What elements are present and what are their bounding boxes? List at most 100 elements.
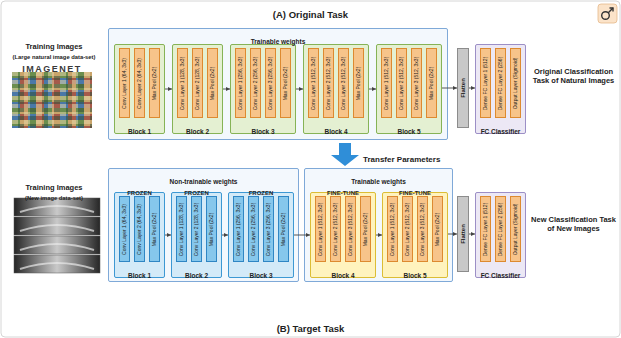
layer-label: Conv Layer 2 (512, 3x3) <box>399 56 404 110</box>
task-note: New Classification Task of New Images <box>530 216 617 233</box>
layer-label: Conv Layer 1 (256, 3x3) <box>238 56 243 110</box>
layer-label: Max Pool (2x2) <box>152 212 157 246</box>
task-heading: (B) Target Task <box>277 324 345 335</box>
dataset-note: (New image data-set) <box>25 195 83 202</box>
layer-bar: Conv Layer 3 (512, 3x3) <box>411 48 422 118</box>
flatten-bar: Flatten <box>457 196 469 272</box>
natural-image-mosaic <box>12 72 92 128</box>
stage-tag: FINE-TUNE <box>399 190 431 197</box>
block-label: Block 4 <box>324 128 347 135</box>
layer-bar: Max Pool (2x2) <box>426 48 437 118</box>
layer-label: Max Pool (2x2) <box>209 212 214 246</box>
text-holder: FROZEN <box>229 181 293 199</box>
layer-label: Dense FC Layer 1 (512) <box>483 56 488 110</box>
layer-bar: Conv Layer 2 (256, 3x3) <box>250 48 261 118</box>
layer-bar: Conv Layer 1 (512, 3x3) <box>381 48 392 118</box>
layer-label: Conv Layer 2 (128, 3x3) <box>195 56 200 110</box>
layer-bar: Conv Layer 2 (64, 3x3) <box>134 196 145 262</box>
layer-bar: Conv Layer 1 (128, 3x3) <box>177 48 188 118</box>
layer-bar: Max Pool (2x2) <box>360 196 371 262</box>
layer-bar: Dense FC Layer 2 (256) <box>495 196 506 262</box>
group-title: Trainable weights <box>351 178 406 185</box>
layer-bar: Conv Layer 3 (512, 3x3) <box>345 196 356 262</box>
layer-bar: Conv Layer 2 (512, 3x3) <box>396 48 407 118</box>
layer-bar: Max Pool (2x2) <box>149 48 160 118</box>
classifier-label: FC Classifier <box>481 128 521 135</box>
text-holder: Trainable weights <box>305 170 452 188</box>
layer-label: Conv Layer 1 (512, 3x3) <box>318 202 323 256</box>
layer-label: Max Pool (2x2) <box>429 66 434 100</box>
layer-bar: Dense FC Layer 1 (512) <box>480 196 491 262</box>
text-holder: FINE-TUNE <box>311 181 375 199</box>
task-heading: (A) Original Task <box>273 10 348 21</box>
conv-block: FROZENBlock 1Conv Layer 1 (64, 3x3)Conv … <box>114 192 165 278</box>
flow-arrow <box>369 89 376 90</box>
layer-bar: Conv Layer 3 (256, 3x3) <box>263 196 274 262</box>
group-title: Trainable weights <box>251 38 306 45</box>
classifier-box: FC ClassifierDense FC Layer 1 (512)Dense… <box>475 44 526 134</box>
conv-block: FINE-TUNEBlock 4Conv Layer 1 (512, 3x3)C… <box>310 192 376 278</box>
group-title: Non-trainable weights <box>170 178 238 185</box>
text-holder: (Large natural image data-set) <box>2 45 106 63</box>
weights-group: Trainable weightsFINE-TUNEBlock 4Conv La… <box>304 168 453 282</box>
layer-label: Conv Layer 2 (256, 3x3) <box>253 56 258 110</box>
layer-label: Conv Layer 2 (128, 3x3) <box>194 202 199 256</box>
layer-label: Conv Layer 2 (512, 3x3) <box>326 56 331 110</box>
stage-tag: FINE-TUNE <box>327 190 359 197</box>
text-holder: Block 3 <box>229 264 293 282</box>
flow-arrow <box>469 234 475 235</box>
flow-arrow <box>442 88 457 89</box>
layer-label: Max Pool (2x2) <box>435 212 440 246</box>
flow-arrow <box>165 89 172 90</box>
layer-bar: Max Pool (2x2) <box>432 196 443 262</box>
layer-label: Conv Layer 2 (64, 3x3) <box>137 58 142 109</box>
classifier-box: FC Classifier Dense FC Layer 1 (512) Dense… <box>475 192 526 278</box>
layer-label: Conv Layer 3 (256, 3x3) <box>266 202 271 256</box>
layer-label: Conv Layer 3 (512, 3x3) <box>348 202 353 256</box>
transfer-arrow <box>331 143 359 166</box>
text-holder: IMAGENET <box>10 58 94 76</box>
layer-bar: Conv Layer 2 (512, 3x3) <box>330 196 341 262</box>
layer-label: Conv Layer 2 (512, 3x3) <box>405 202 410 256</box>
layer-label: Conv Layer 1 (512, 3x3) <box>390 202 395 256</box>
xray-images <box>14 198 100 273</box>
text-holder: Block 4 <box>311 264 375 282</box>
block-label: Block 2 <box>185 272 208 279</box>
text-holder: Trainable weights <box>109 30 447 48</box>
layer-label: Conv Layer 3 (512, 3x3) <box>420 202 425 256</box>
layer-label: Conv Layer 1 (256, 3x3) <box>236 202 241 256</box>
layer-bar: Conv Layer 2 (512, 3x3) <box>323 48 334 118</box>
stage-tag: FROZEN <box>184 190 209 197</box>
text-holder: Block 2 <box>172 264 221 282</box>
layer-bar: Conv Layer 2 (256, 3x3) <box>248 196 259 262</box>
transfer-label: Transfer Parameters <box>363 155 440 164</box>
text-holder: Block 1 <box>115 264 164 282</box>
layer-bar: Conv Layer 1 (256, 3x3) <box>235 48 246 118</box>
text-holder: New Classification Task of New Images <box>530 216 617 235</box>
layer-label: Max Pool (2x2) <box>356 66 361 100</box>
layer-bar: Conv Layer 1 (256, 3x3) <box>233 196 244 262</box>
layer-label: Conv Layer 3 (256, 3x3) <box>268 56 273 110</box>
layer-label: Output Layer (Sigmoid) <box>513 203 518 255</box>
text-holder: (B) Target Task <box>0 318 621 336</box>
layer-bar: Conv Layer 3 (512, 3x3) <box>338 48 349 118</box>
flow-arrow <box>296 89 303 90</box>
flatten-label: Flatten <box>460 224 466 244</box>
layer-bar: Conv Layer 2 (128, 3x3) <box>192 48 203 118</box>
classifier-label: FC Classifier <box>481 272 521 279</box>
text-holder: Training Images <box>2 176 106 194</box>
dataset-title: Training Images <box>25 184 82 193</box>
text-holder: Non-trainable weights <box>109 170 298 188</box>
conv-block: Block 2Conv Layer 1 (128, 3x3)Conv Layer… <box>172 44 223 134</box>
layer-label: Conv Layer 2 (64, 3x3) <box>137 204 142 255</box>
layer-bar: Conv Layer 1 (64, 3x3) <box>119 196 130 262</box>
layer-label: Dense FC Layer 1 (512) <box>483 202 488 256</box>
layer-label: Conv Layer 3 (512, 3x3) <box>414 56 419 110</box>
text-holder: Transfer Parameters <box>363 148 483 166</box>
layer-bar: Max Pool (2x2) <box>278 196 289 262</box>
layer-label: Conv Layer 2 (256, 3x3) <box>251 202 256 256</box>
layer-label: Conv Layer 1 (64, 3x3) <box>122 204 127 255</box>
layer-bar: Conv Layer 1 (128, 3x3) <box>176 196 187 262</box>
flatten-label: Flatten <box>460 78 466 98</box>
